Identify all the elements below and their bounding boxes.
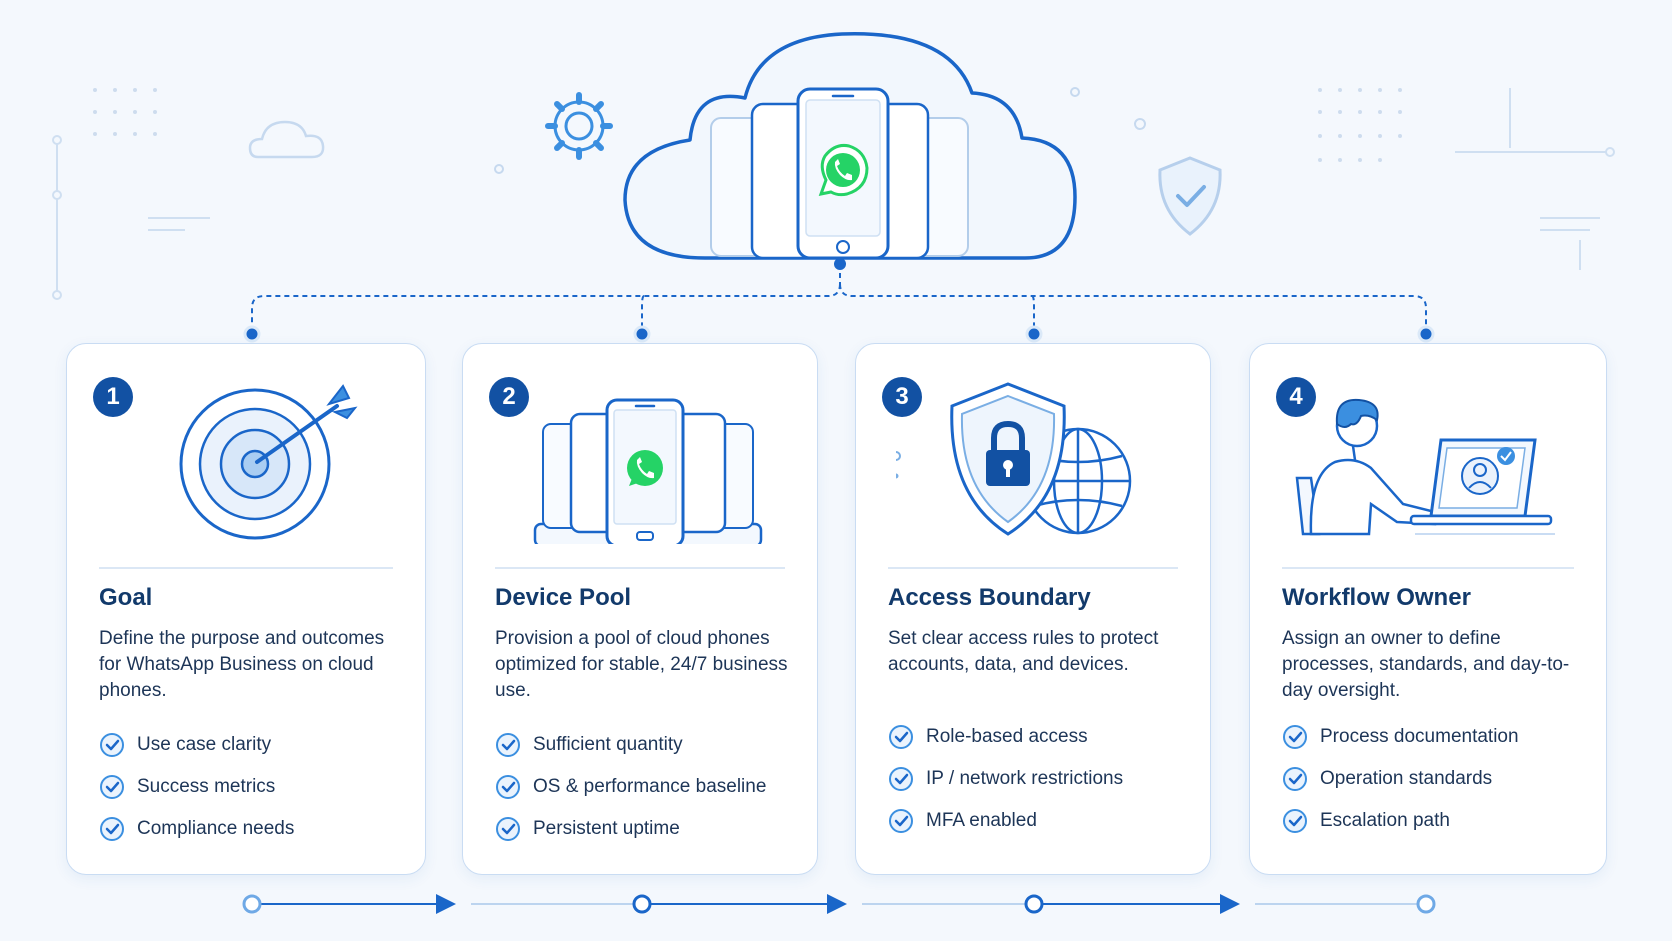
checklist-label: Role-based access <box>926 726 1088 747</box>
check-circle-icon <box>100 775 124 799</box>
checklist-item: Sufficient quantity <box>495 724 766 766</box>
checklist-label: Process documentation <box>1320 726 1519 747</box>
person-at-laptop-icon <box>1295 398 1555 536</box>
check-circle-icon <box>889 725 913 749</box>
checklist-label: IP / network restrictions <box>926 768 1124 789</box>
bottom-timeline <box>242 894 1436 914</box>
card-title: Goal <box>99 584 153 611</box>
step-badge: 4 <box>1276 377 1316 417</box>
check-circle-icon <box>889 767 913 791</box>
checklist-item: Use case clarity <box>99 724 294 766</box>
checklist-item: Success metrics <box>99 766 294 808</box>
check-circle-icon <box>100 817 124 841</box>
card-title: Workflow Owner <box>1282 584 1471 611</box>
dot-grid-right <box>1318 88 1402 162</box>
checklist: Role-based access IP / network restricti… <box>888 716 1123 842</box>
card-device-pool: 2 Device Pool Provision a pool of cloud … <box>462 343 818 875</box>
checklist: Process documentation Operation standard… <box>1282 716 1519 842</box>
checklist-label: Persistent uptime <box>533 818 680 839</box>
card-divider <box>888 567 1178 569</box>
step-badge: 3 <box>882 377 922 417</box>
shield-check-icon <box>1158 156 1222 236</box>
card-description: Define the purpose and outcomes for What… <box>99 628 385 701</box>
checklist-label: Use case clarity <box>137 734 272 755</box>
checklist-item: Process documentation <box>1282 716 1519 758</box>
checklist: Use case clarity Success metrics Complia… <box>99 724 294 850</box>
gear-icon <box>545 92 613 160</box>
checklist-item: Compliance needs <box>99 808 294 850</box>
checklist: Sufficient quantity OS & performance bas… <box>495 724 766 850</box>
checklist-label: Sufficient quantity <box>533 734 683 755</box>
card-description: Assign an owner to define processes, sta… <box>1282 628 1570 701</box>
checklist-item: Operation standards <box>1282 758 1519 800</box>
whatsapp-icon <box>627 450 663 486</box>
check-circle-icon <box>496 775 520 799</box>
checklist-item: Persistent uptime <box>495 808 766 850</box>
checklist-item: Escalation path <box>1282 800 1519 842</box>
check-circle-icon <box>889 809 913 833</box>
checklist-label: Operation standards <box>1320 768 1493 789</box>
step-badge: 2 <box>489 377 529 417</box>
circuit-lines <box>52 88 1615 300</box>
card-workflow-owner: 4 Workflow Owner Assign an owner to defi… <box>1249 343 1607 875</box>
card-title: Access Boundary <box>888 584 1091 611</box>
card-description: Provision a pool of cloud phones optimiz… <box>495 628 788 701</box>
card-goal: 1 Goal Define the purpose and outcomes f… <box>66 343 426 875</box>
dot-grid-left <box>93 88 157 136</box>
checklist-label: Success metrics <box>137 776 276 797</box>
card-title: Device Pool <box>495 584 632 611</box>
check-circle-icon <box>1283 725 1307 749</box>
checklist-item: IP / network restrictions <box>888 758 1123 800</box>
checklist-label: OS & performance baseline <box>533 776 767 797</box>
card-divider <box>1282 567 1574 569</box>
connector-nodes <box>243 258 1435 343</box>
card-divider <box>99 567 393 569</box>
check-circle-icon <box>100 733 124 757</box>
target-arrow-icon <box>179 384 358 540</box>
card-divider <box>495 567 785 569</box>
checklist-label: Compliance needs <box>137 818 295 839</box>
step-badge: 1 <box>93 377 133 417</box>
shield-lock-globe-icon <box>896 382 1132 536</box>
cloud-hub-icon <box>623 32 1077 260</box>
check-circle-icon <box>1283 767 1307 791</box>
small-cloud-icon <box>248 120 325 159</box>
checklist-item: OS & performance baseline <box>495 766 766 808</box>
checklist-item: MFA enabled <box>888 800 1123 842</box>
check-circle-icon <box>496 733 520 757</box>
checklist-item: Role-based access <box>888 716 1123 758</box>
whatsapp-icon <box>818 144 869 197</box>
check-circle-icon <box>1283 809 1307 833</box>
card-description: Set clear access rules to protect accoun… <box>888 628 1159 675</box>
card-access-boundary: 3 Access Boundary Set clear access rules… <box>855 343 1211 875</box>
checklist-label: Escalation path <box>1320 810 1450 831</box>
cloud-connectors <box>251 264 1427 334</box>
checklist-label: MFA enabled <box>926 810 1037 831</box>
check-circle-icon <box>496 817 520 841</box>
phone-pool-icon <box>533 398 763 544</box>
